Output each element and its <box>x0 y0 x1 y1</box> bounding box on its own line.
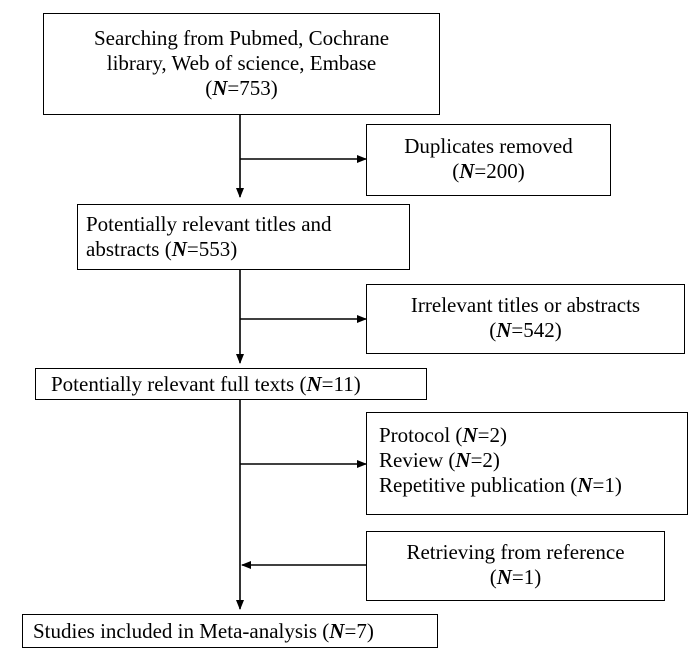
excluded-protocol: Protocol (N=2) <box>379 423 507 447</box>
duplicates-box: Duplicates removed (N=200) <box>366 124 611 196</box>
included-text: Studies included in Meta-analysis (N=7) <box>33 619 374 643</box>
duplicates-label: Duplicates removed <box>404 134 573 158</box>
search-count: (N=753) <box>205 76 278 100</box>
irrelevant-count: (N=542) <box>489 318 562 342</box>
fulltexts-text: Potentially relevant full texts (N=11) <box>51 372 361 396</box>
irrelevant-box: Irrelevant titles or abstracts (N=542) <box>366 284 685 354</box>
search-line-2: library, Web of science, Embase <box>106 51 377 75</box>
irrelevant-label: Irrelevant titles or abstracts <box>410 293 641 317</box>
titles-line-2: abstracts (N=553) <box>86 237 238 261</box>
reference-count: (N=1) <box>489 565 542 589</box>
reference-box: Retrieving from reference (N=1) <box>366 531 665 601</box>
fulltexts-box: Potentially relevant full texts (N=11) <box>35 368 427 400</box>
titles-line-1: Potentially relevant titles and <box>86 212 332 236</box>
search-line-1: Searching from Pubmed, Cochrane <box>93 26 390 50</box>
included-box: Studies included in Meta-analysis (N=7) <box>22 614 438 648</box>
titles-box: Potentially relevant titles and abstract… <box>77 204 410 270</box>
search-box: Searching from Pubmed, Cochrane library,… <box>43 13 440 115</box>
excluded-repetitive: Repetitive publication (N=1) <box>379 473 622 497</box>
duplicates-count: (N=200) <box>452 159 525 183</box>
excluded-box: Protocol (N=2) Review (N=2) Repetitive p… <box>366 412 688 515</box>
reference-label: Retrieving from reference <box>406 540 625 564</box>
excluded-review: Review (N=2) <box>379 448 500 472</box>
